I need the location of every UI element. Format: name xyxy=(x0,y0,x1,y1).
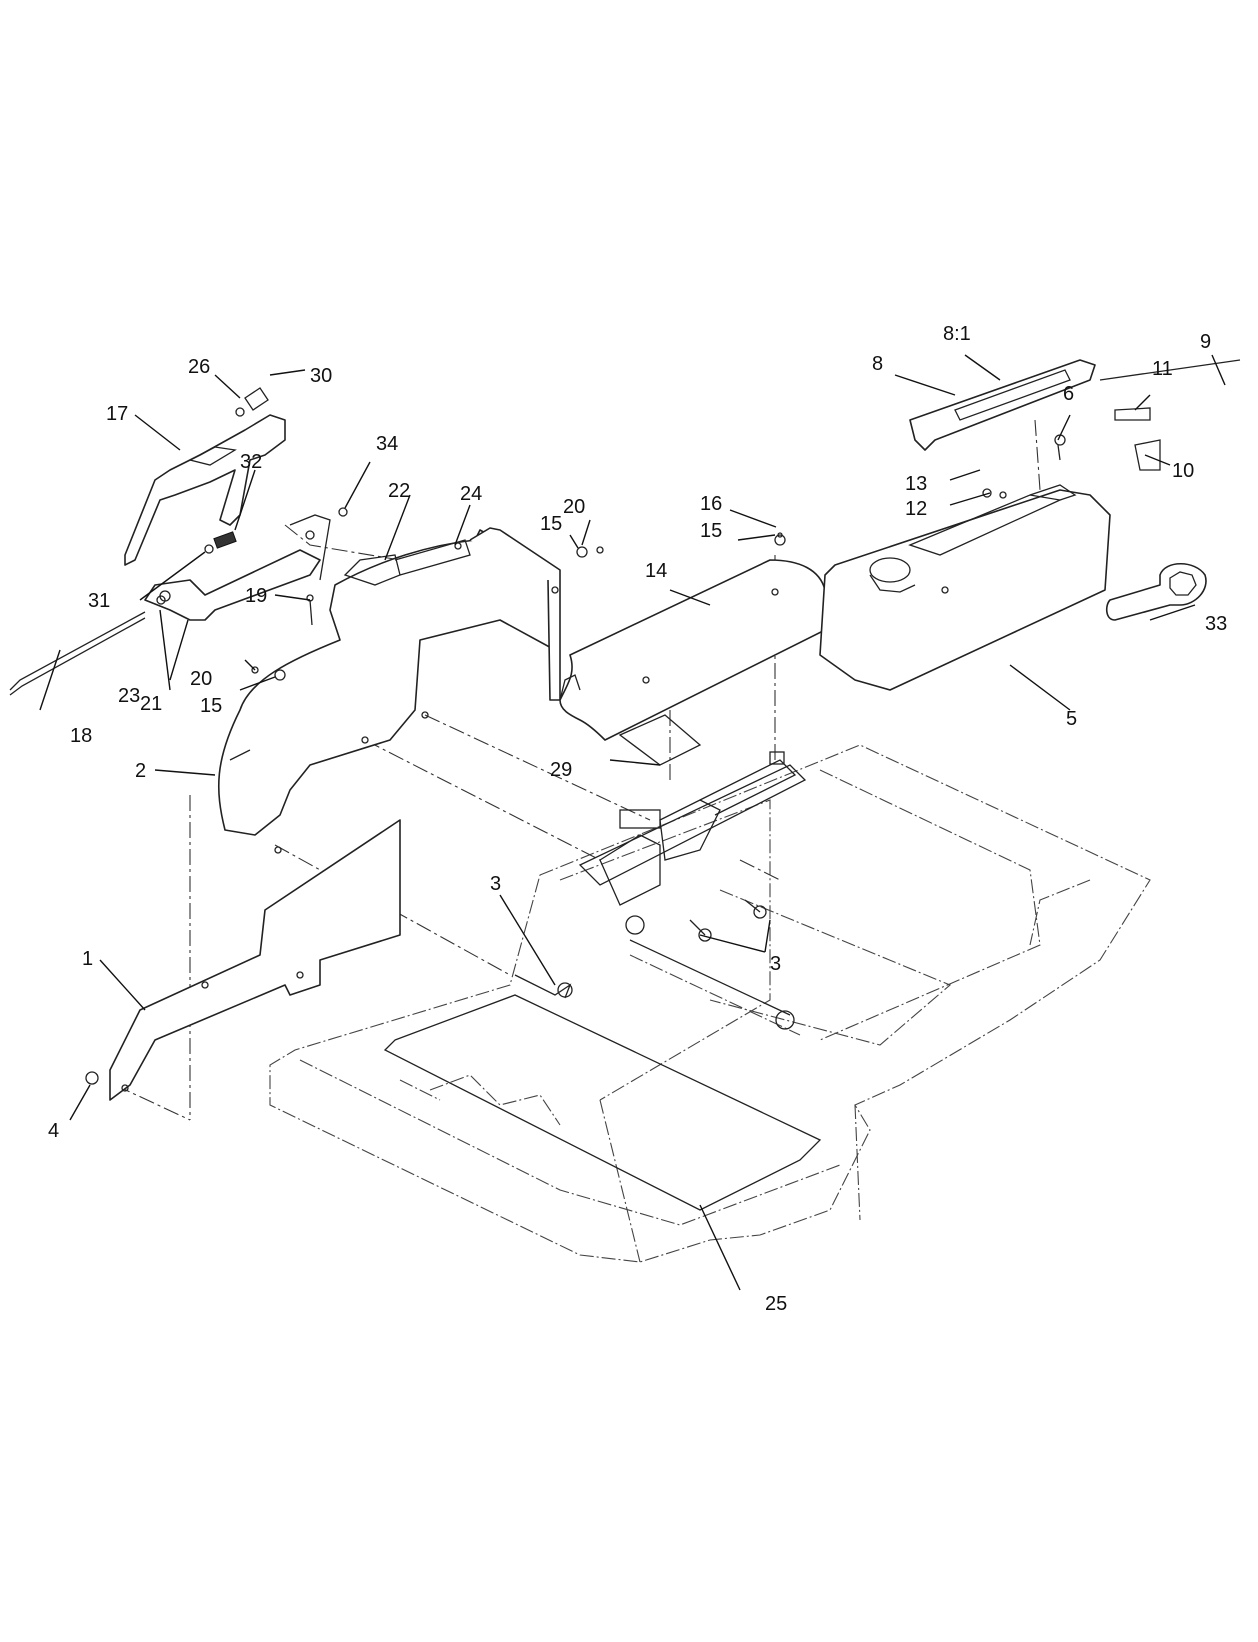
callout-21: 21 xyxy=(140,693,162,715)
callout-24: 24 xyxy=(460,483,482,505)
rod xyxy=(9,611,146,696)
hardware xyxy=(85,359,1241,1085)
callouts: 1 2 3 3 4 5 6 8 8:1 9 10 11 12 13 14 15 … xyxy=(48,323,1227,1315)
wrench xyxy=(1105,562,1207,621)
callout-33: 33 xyxy=(1205,613,1227,635)
callout-3a: 3 xyxy=(490,873,501,895)
callout-6: 6 xyxy=(1063,383,1074,405)
callout-4: 4 xyxy=(48,1120,59,1142)
seat-cushion xyxy=(559,559,826,766)
side-panel xyxy=(109,819,401,1101)
callout-20a: 20 xyxy=(563,496,585,518)
chassis-frame xyxy=(269,744,1151,1263)
callout-13: 13 xyxy=(905,473,927,495)
callout-8: 8 xyxy=(872,353,883,375)
callout-31: 31 xyxy=(88,590,110,612)
callout-12: 12 xyxy=(905,498,927,520)
callout-14: 14 xyxy=(645,560,667,582)
callout-30: 30 xyxy=(310,365,332,387)
callout-15a: 15 xyxy=(540,513,562,535)
floor-pan xyxy=(383,994,822,1211)
callout-2: 2 xyxy=(135,760,146,782)
callout-8-1: 8:1 xyxy=(943,323,971,345)
callout-25: 25 xyxy=(765,1293,787,1315)
callout-15c: 15 xyxy=(700,520,722,542)
callout-9: 9 xyxy=(1200,331,1211,353)
callout-22: 22 xyxy=(388,480,410,502)
callout-1: 1 xyxy=(82,948,93,970)
storage-console xyxy=(819,484,1111,691)
seat-mount-bracket xyxy=(578,751,807,1030)
callout-15b: 15 xyxy=(200,695,222,717)
callout-19: 19 xyxy=(245,585,267,607)
callout-26: 26 xyxy=(188,356,210,378)
callout-20b: 20 xyxy=(190,668,212,690)
callout-11: 11 xyxy=(1152,358,1173,380)
callout-16: 16 xyxy=(700,493,722,515)
handle-rail xyxy=(124,414,286,566)
callout-10: 10 xyxy=(1172,460,1194,482)
callout-17: 17 xyxy=(106,403,128,425)
callout-23: 23 xyxy=(118,685,140,707)
pivot-bracket xyxy=(144,514,331,621)
callout-29: 29 xyxy=(550,759,572,781)
leader-lines xyxy=(39,354,1226,1291)
callout-3b: 3 xyxy=(770,953,781,975)
callout-34: 34 xyxy=(376,433,398,455)
console-lid xyxy=(909,359,1096,451)
callout-32: 32 xyxy=(240,451,262,473)
callout-5: 5 xyxy=(1066,708,1077,730)
callout-18: 18 xyxy=(70,725,92,747)
latch-plate xyxy=(343,539,471,586)
